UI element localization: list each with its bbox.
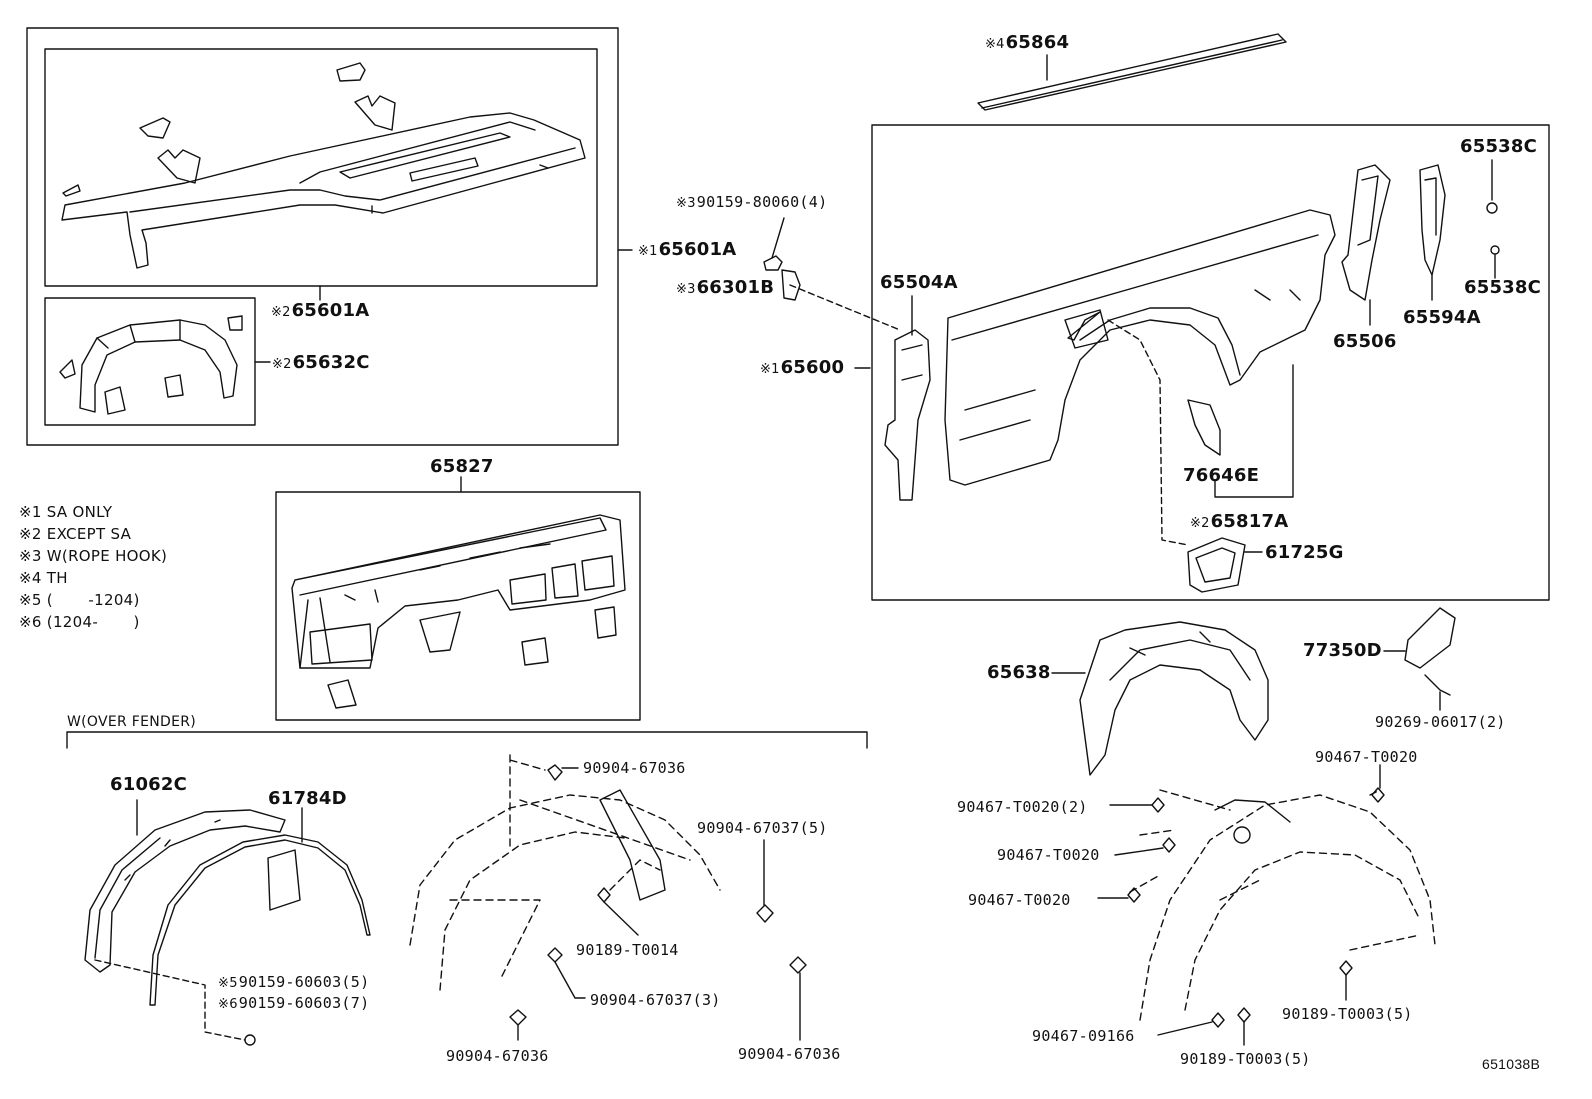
grommet-65538C-a [1486,202,1498,214]
label-90467-T0020-r: 90467-T0020 [1315,748,1418,766]
fender-liner-dashed-drawing [409,754,721,991]
label-90904-67037-3: 90904-67037(3) [590,991,721,1009]
label-61725G: 61725G [1265,542,1344,563]
side-panel-drawing [944,209,1336,486]
note-5: ※5 ( -1204) [19,591,140,609]
label-90189-T0003-r: 90189-T0003(5) [1282,1005,1413,1023]
group-frame-65600 [871,124,1550,601]
bracket-76646E-drawing [1187,399,1221,456]
note-3: ※3 W(ROPE HOOK) [19,547,168,565]
bracket-65817A-leader [1214,364,1294,498]
label-77350D: 77350D [1303,640,1382,661]
label-90904-67037-5: 90904-67037(5) [697,819,828,837]
over-fender-61062C-drawing [84,809,286,973]
label-66301B: ※366301B [676,277,775,298]
label-61062C: 61062C [110,774,188,795]
note-2: ※2 EXCEPT SA [19,525,132,543]
pillar-65504A-drawing [884,329,931,501]
label-65506: 65506 [1333,331,1397,352]
clip-90159-60603 [244,1034,256,1046]
label-65504A: 65504A [880,272,958,293]
rope-hook-drawing [763,255,801,301]
label-90159-60603-5: ※590159-60603(5) [218,973,370,991]
inner-liner-dashed-drawing [1129,789,1436,1021]
diagram-id: 651038B [1482,1056,1541,1072]
rail-65864-drawing [977,33,1287,111]
molding-61784D-drawing [149,834,371,1006]
label-90159-80060: ※390159-80060(4) [676,193,828,211]
label-65538C-b: 65538C [1464,277,1542,298]
label-90467-T0020-m: 90467-T0020 [997,846,1100,864]
label-90904-67036-br: 90904-67036 [738,1045,841,1063]
label-90189-T0003-b: 90189-T0003(5) [1180,1050,1311,1068]
note-1: ※1 SA ONLY [19,503,113,521]
label-65817A: ※265817A [1190,511,1289,532]
label-76646E: 76646E [1183,465,1260,486]
label-90189-T0014: 90189-T0014 [576,941,679,959]
label-65864: ※465864 [985,32,1070,53]
label-90467-T0020-l: 90467-T0020 [968,891,1071,909]
group-frame-wheel-house [44,297,256,426]
label-90904-67036-top: 90904-67036 [583,759,686,777]
group-frame-floor-panel [44,48,598,287]
bracket-65594A-drawing [1419,164,1446,276]
label-65632C: ※265632C [272,352,370,373]
group-frame-65827 [275,491,641,721]
fuel-door-77350D-drawing [1404,607,1456,696]
label-65594A: 65594A [1403,307,1481,328]
section-bracket [66,731,868,749]
label-65538C-a: 65538C [1460,136,1538,157]
group-frame-65601A [26,27,619,446]
label-65827: 65827 [430,456,494,477]
label-65601A-1: ※165601A [638,239,737,260]
note-4: ※4 TH [19,569,68,587]
label-90467-T0020-2: 90467-T0020(2) [957,798,1088,816]
fuel-door-box-61725G-drawing [1187,537,1246,593]
section-label: W(OVER FENDER) [67,714,197,730]
wheel-house-drawing [59,315,243,415]
note-6: ※6 (1204- ) [19,613,140,631]
label-61784D: 61784D [268,788,347,809]
liner-65638-drawing [1079,621,1269,776]
floor-panel-drawing [61,62,586,269]
label-65600: ※165600 [760,357,845,378]
label-90467-09166: 90467-09166 [1032,1027,1135,1045]
bed-front-panel-drawing [291,514,626,709]
label-90904-67036-bl: 90904-67036 [446,1047,549,1065]
label-90159-60603-7: ※690159-60603(7) [218,994,370,1012]
fender-flare-drawing [599,789,666,901]
label-65601A-2: ※265601A [271,300,370,321]
grommet-65538C-b [1490,245,1500,255]
label-90269-06017: 90269-06017(2) [1375,713,1506,731]
bracket-65506-drawing [1341,164,1391,301]
label-65638: 65638 [987,662,1051,683]
